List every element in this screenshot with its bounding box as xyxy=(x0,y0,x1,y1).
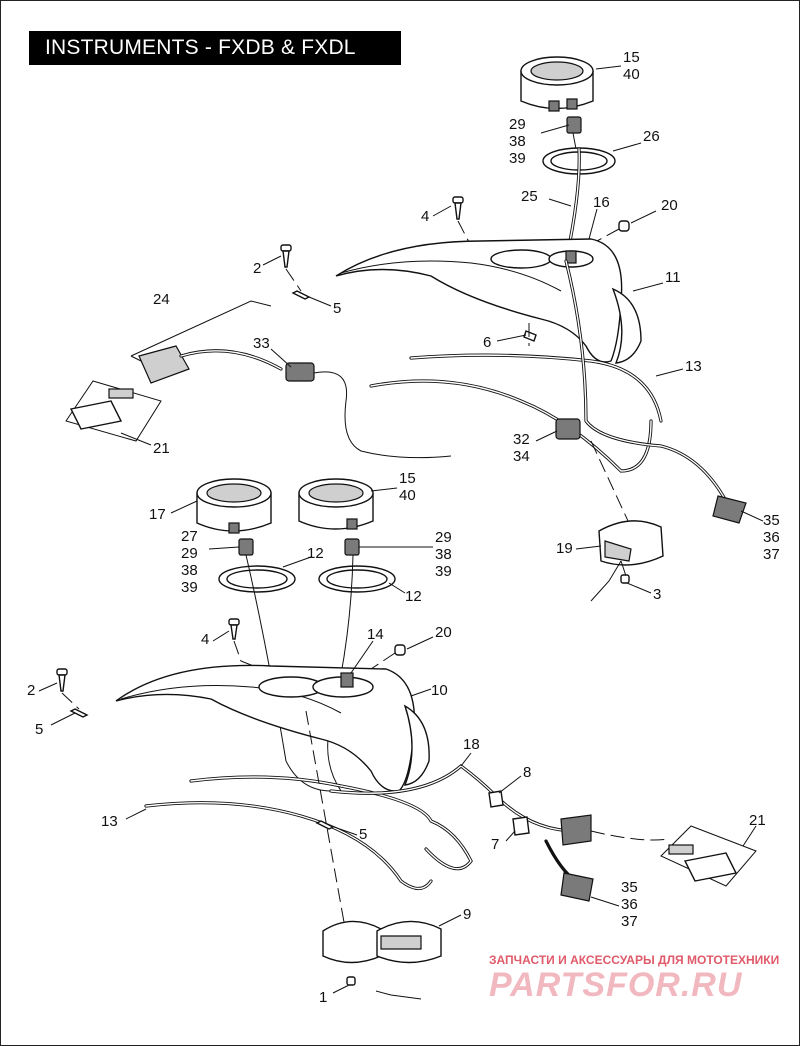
callout-c29b-0: 29 xyxy=(435,529,452,546)
callout-c12a-0: 12 xyxy=(307,545,324,562)
callout-c17-0: 17 xyxy=(149,506,166,523)
callout-c5c-0: 5 xyxy=(359,826,367,843)
callout-c15b-0: 15 xyxy=(399,470,416,487)
callout-c20b-0: 20 xyxy=(435,624,452,641)
callout-c3-0: 3 xyxy=(653,586,661,603)
console-lower[interactable] xyxy=(115,664,430,792)
callout-c29a-2: 39 xyxy=(509,150,526,167)
callout-c9-0: 9 xyxy=(463,906,471,923)
watermark-subtitle: ЗАПЧАСТИ И АКСЕССУАРЫ ДЛЯ МОТОТЕХНИКИ xyxy=(489,953,779,967)
callout-c4a-0: 4 xyxy=(421,208,429,225)
callout-c27-2: 38 xyxy=(181,562,198,579)
callout-c35b-2: 37 xyxy=(621,913,638,930)
callout-c11-0: 11 xyxy=(665,269,681,286)
callout-c35a-2: 37 xyxy=(763,546,780,563)
callout-c15b-1: 40 xyxy=(399,487,416,504)
callout-c12b-0: 12 xyxy=(405,588,422,605)
callout-c8-0: 8 xyxy=(523,764,531,781)
callout-c32-0: 32 xyxy=(513,431,530,448)
callout-c5a-0: 5 xyxy=(333,300,341,317)
callout-c7-0: 7 xyxy=(491,836,499,853)
callout-c35b-1: 36 xyxy=(621,896,638,913)
callout-c16-0: 16 xyxy=(593,194,610,211)
callout-c24-0: 24 xyxy=(153,291,170,308)
nut-5-top[interactable] xyxy=(291,290,311,300)
callout-c35b-0: 35 xyxy=(621,879,638,896)
callout-c35a-0: 35 xyxy=(763,512,780,529)
indicator-housing-19[interactable] xyxy=(590,520,664,602)
page-title: INSTRUMENTS - FXDB & FXDL xyxy=(29,31,401,65)
callout-c27-1: 29 xyxy=(181,545,198,562)
connector-lower-mid[interactable] xyxy=(560,814,592,846)
connector-35a[interactable] xyxy=(712,495,747,524)
tachometer-gauge-lower[interactable] xyxy=(196,478,272,534)
callout-c6-0: 6 xyxy=(483,334,491,351)
nut-5-lower[interactable] xyxy=(69,708,89,718)
screw-2-lower[interactable] xyxy=(56,668,68,692)
gauge-connector-lower-right[interactable] xyxy=(344,538,360,556)
callout-c19-0: 19 xyxy=(556,540,573,557)
wire-13-upper xyxy=(409,353,663,423)
callout-c18-0: 18 xyxy=(463,736,480,753)
callout-c29a-0: 29 xyxy=(509,116,526,133)
harness-loop-upper xyxy=(313,371,452,459)
fuse-block-top[interactable] xyxy=(65,380,162,442)
bezel-ring-lower-right[interactable] xyxy=(318,565,396,593)
callout-c5b-0: 5 xyxy=(35,721,43,738)
callout-c26-0: 26 xyxy=(643,128,660,145)
grommet-8[interactable] xyxy=(488,790,504,808)
grommet-7[interactable] xyxy=(512,816,530,836)
callout-c15a-1: 40 xyxy=(623,66,640,83)
screw-20-lower[interactable] xyxy=(394,644,406,656)
callout-c1-0: 1 xyxy=(319,989,327,1006)
callout-c29b-1: 38 xyxy=(435,546,452,563)
screw-4-top[interactable] xyxy=(452,196,464,220)
gauge-connector-lower-left[interactable] xyxy=(238,538,254,556)
callout-c15a-0: 15 xyxy=(623,49,640,66)
screw-2-top[interactable] xyxy=(280,244,292,268)
watermark-brand: PARTSFOR.RU xyxy=(489,966,743,1004)
callout-c29b-2: 39 xyxy=(435,563,452,580)
callout-c2b-0: 2 xyxy=(27,682,35,699)
callout-c33-0: 33 xyxy=(253,335,270,352)
callout-c29a-1: 38 xyxy=(509,133,526,150)
callout-c10-0: 10 xyxy=(431,682,448,699)
callout-c21a-0: 21 xyxy=(153,440,170,457)
callout-c13a-0: 13 xyxy=(685,358,702,375)
nut-5-lower-mid[interactable] xyxy=(315,820,335,830)
speedometer-gauge-lower[interactable] xyxy=(298,478,374,530)
callout-c4b-0: 4 xyxy=(201,631,209,648)
speedometer-gauge-top[interactable] xyxy=(520,56,594,112)
callout-c20a-0: 20 xyxy=(661,197,678,214)
nut-6[interactable] xyxy=(523,330,537,342)
callout-c35a-1: 36 xyxy=(763,529,780,546)
callout-c32-1: 34 xyxy=(513,448,530,465)
screw-4-lower[interactable] xyxy=(228,618,240,640)
gauge-connector-top[interactable] xyxy=(566,116,582,150)
callout-c27-0: 27 xyxy=(181,528,198,545)
indicator-housing-9[interactable] xyxy=(322,920,442,1000)
callout-c21b-0: 21 xyxy=(749,812,766,829)
connector-35b[interactable] xyxy=(560,872,594,902)
callout-c14-0: 14 xyxy=(367,626,384,643)
bezel-ring-lower-left[interactable] xyxy=(218,565,296,593)
connector-32-34[interactable] xyxy=(555,418,581,440)
callout-c25-0: 25 xyxy=(521,188,538,205)
console-upper[interactable] xyxy=(335,238,642,364)
fuse-block-lower[interactable] xyxy=(660,825,757,887)
leader-24-bracket xyxy=(130,300,272,357)
leader-lines xyxy=(38,65,764,994)
callout-c2a-0: 2 xyxy=(253,260,261,277)
main-harness-connector[interactable] xyxy=(138,345,315,384)
screw-20-top[interactable] xyxy=(618,220,630,232)
harness-18 xyxy=(329,763,578,833)
callout-c13b-0: 13 xyxy=(101,813,118,830)
callout-c27-3: 39 xyxy=(181,579,198,596)
